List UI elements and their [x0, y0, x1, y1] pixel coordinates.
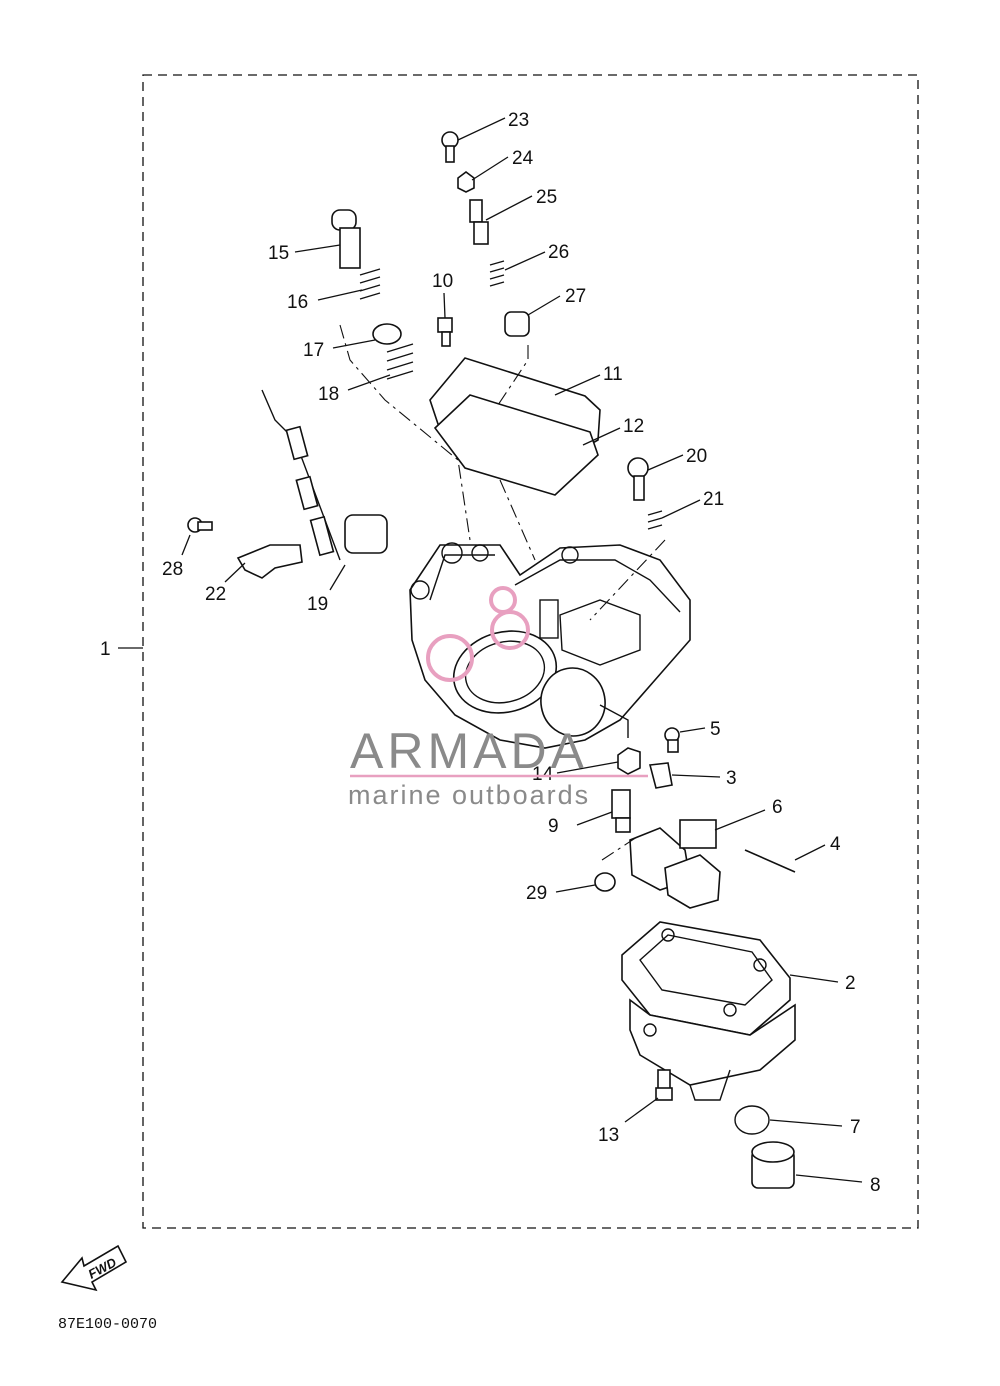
callout-22: 22 [205, 584, 226, 605]
callout-25: 25 [536, 187, 557, 208]
callout-3: 3 [726, 768, 737, 789]
callout-8: 8 [870, 1175, 881, 1196]
drawing-code: 87E100-0070 [58, 1316, 157, 1333]
float-bowl [621, 921, 796, 1101]
callout-18: 18 [318, 384, 339, 405]
callout-1: 1 [100, 639, 143, 660]
watermark-emblem [426, 586, 530, 682]
callout-2: 2 [845, 973, 856, 994]
callout-27: 27 [565, 286, 586, 307]
carburetor-body [409, 542, 691, 749]
callout-11: 11 [603, 364, 623, 385]
watermark-brand: ARMADA [350, 723, 588, 779]
watermark: ARMADA marine outboards [348, 723, 648, 810]
callout-29: 29 [526, 883, 547, 904]
callout-16: 16 [287, 292, 308, 313]
callout-12: 12 [623, 416, 644, 437]
callout-10: 10 [432, 271, 453, 292]
leader-lines [181, 117, 863, 1183]
callout-15: 15 [268, 243, 289, 264]
callout-23: 23 [508, 110, 529, 131]
small-parts [187, 131, 796, 1189]
assembly-border [142, 74, 919, 1229]
watermark-tagline: marine outboards [348, 780, 590, 810]
callout-14: 14 [532, 764, 554, 785]
callout-20: 20 [686, 446, 707, 467]
callout-7: 7 [850, 1117, 861, 1138]
callout-5: 5 [710, 719, 721, 740]
forward-arrow-icon: FWD [60, 1244, 128, 1292]
callout-28: 28 [162, 559, 183, 580]
callout-19: 19 [307, 594, 328, 615]
callout-24: 24 [512, 148, 534, 169]
cover-gasket [433, 394, 599, 496]
callout-21: 21 [703, 489, 724, 510]
callout-labels: 23 24 25 26 27 10 15 16 17 18 11 12 20 2… [162, 110, 881, 1196]
assembly-label: 1 [100, 639, 111, 660]
callout-13: 13 [598, 1125, 619, 1146]
callout-17: 17 [303, 340, 324, 361]
alignment-lines [339, 324, 666, 861]
callout-4: 4 [830, 834, 841, 855]
callout-6: 6 [772, 797, 783, 818]
callout-9: 9 [548, 816, 559, 837]
callout-26: 26 [548, 242, 569, 263]
